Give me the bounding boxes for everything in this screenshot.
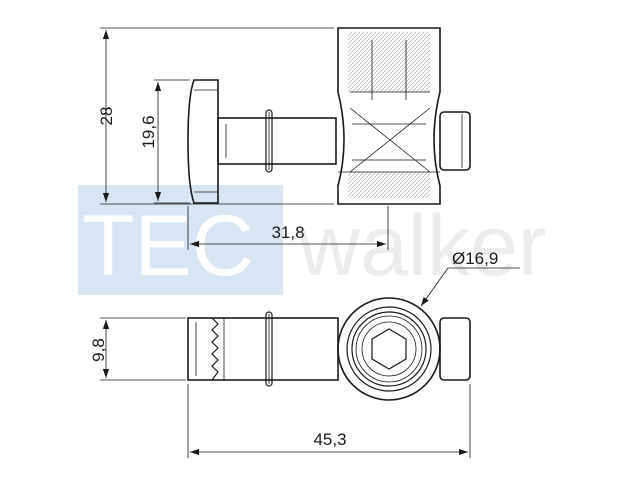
threaded-sleeve bbox=[337, 27, 441, 205]
dim-overall-height: 28 bbox=[97, 27, 334, 205]
dim-sleeve-diameter-label: Ø16,9 bbox=[452, 249, 498, 268]
dim-head-height-label: 19,6 bbox=[139, 115, 158, 148]
side-view: 28 19,6 31,8 bbox=[97, 27, 471, 250]
bolt-shaft bbox=[217, 117, 337, 165]
dim-bolt-width-label: 9,8 bbox=[89, 338, 108, 362]
dim-head-to-body: 31,8 bbox=[187, 206, 389, 250]
bolt-body bbox=[187, 317, 339, 381]
dim-bolt-width: 9,8 bbox=[89, 317, 186, 381]
shaft-groove bbox=[265, 109, 273, 173]
bolt-tail bbox=[439, 111, 471, 171]
dim-sleeve-diameter: Ø16,9 bbox=[420, 249, 520, 307]
watermark-left-text: TEC bbox=[82, 198, 254, 294]
dim-overall-height-label: 28 bbox=[97, 107, 116, 126]
serrated-section bbox=[211, 317, 219, 381]
dim-overall-length-label: 45,3 bbox=[313, 430, 346, 449]
watermark: TEC walker bbox=[78, 185, 547, 295]
t-head bbox=[187, 79, 219, 204]
hex-socket bbox=[371, 328, 407, 370]
body-groove bbox=[265, 311, 273, 387]
dim-head-height: 19,6 bbox=[139, 79, 190, 204]
dim-head-to-body-label: 31,8 bbox=[271, 223, 304, 242]
sleeve-end-view bbox=[337, 297, 441, 401]
watermark-right-text: walker bbox=[297, 198, 547, 294]
front-view: Ø16,9 9,8 45,3 bbox=[89, 249, 520, 458]
front-bolt-tail bbox=[439, 317, 471, 381]
dim-overall-length: 45,3 bbox=[187, 384, 471, 458]
